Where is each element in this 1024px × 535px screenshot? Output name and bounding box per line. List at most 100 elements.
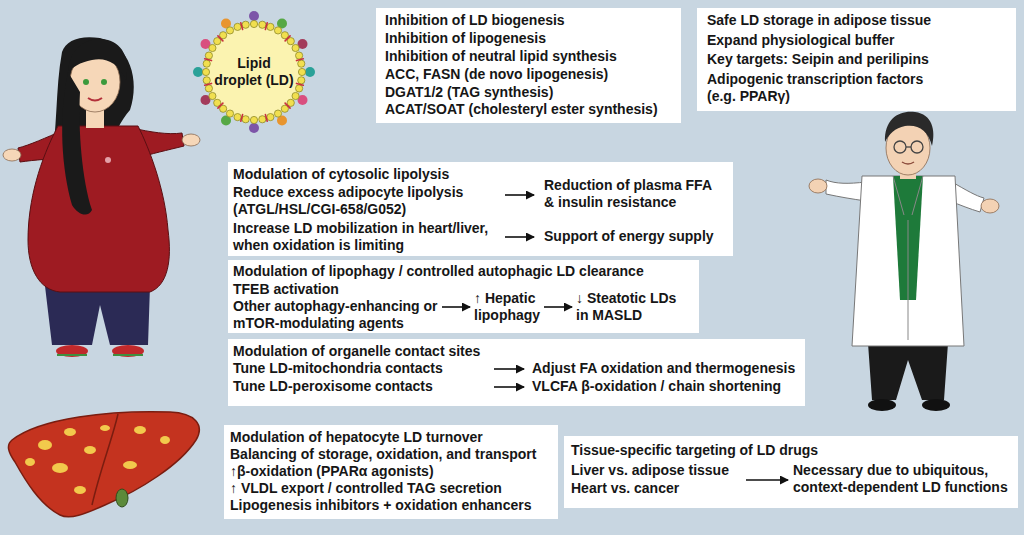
phospholipid-head bbox=[292, 92, 299, 99]
body-text: Heart vs. cancer bbox=[571, 480, 746, 497]
liver-shape bbox=[8, 412, 199, 517]
phospholipid-head bbox=[202, 68, 209, 75]
glasses-bridge bbox=[906, 146, 911, 147]
liver-lobe-line bbox=[92, 414, 118, 505]
phospholipid-head bbox=[209, 44, 216, 51]
fat-spot bbox=[84, 446, 96, 454]
body-text: ↑β-oxidation (PPARα agonists) bbox=[230, 463, 552, 480]
body-text: Reduction of plasma FFA & insulin resist… bbox=[544, 177, 719, 211]
phospholipid-head bbox=[287, 99, 294, 106]
fat-spot bbox=[74, 486, 86, 494]
body-text: ACC, FASN (de novo lipogenesis) bbox=[385, 66, 677, 83]
eye bbox=[83, 79, 89, 85]
phospholipid-head bbox=[274, 110, 281, 117]
phospholipid-head bbox=[220, 105, 227, 112]
protein-tail bbox=[285, 36, 290, 41]
protein-tail bbox=[205, 59, 212, 61]
protein-tail bbox=[218, 103, 223, 108]
phospholipid-head bbox=[250, 20, 257, 27]
flow-arrow bbox=[494, 386, 524, 388]
lab-coat bbox=[852, 176, 964, 346]
fat-spot bbox=[160, 436, 170, 444]
in-box-arrows bbox=[442, 195, 788, 480]
phospholipid-head bbox=[281, 32, 288, 39]
phospholipid-head bbox=[203, 77, 210, 84]
phospholipid-head bbox=[267, 114, 274, 121]
protein-blob bbox=[305, 67, 315, 77]
shoe bbox=[922, 399, 950, 411]
shoe-sole bbox=[57, 354, 143, 356]
lipid-droplet-circle: Lipid droplet (LD) bbox=[202, 20, 306, 124]
phospholipid-head bbox=[259, 116, 266, 123]
hair-strand bbox=[62, 72, 92, 215]
flow-arrow bbox=[505, 194, 534, 196]
heading-text: Safe LD storage in adipose tissue bbox=[707, 12, 1007, 29]
hair bbox=[885, 112, 933, 146]
phospholipid-head bbox=[214, 99, 221, 106]
phospholipid-head bbox=[250, 116, 257, 123]
fat-spot bbox=[52, 463, 68, 473]
text-box: Modulation of lipophagy / controlled aut… bbox=[228, 260, 699, 333]
body-text: Inhibition of lipogenesis bbox=[385, 30, 677, 47]
phospholipid-head bbox=[226, 27, 233, 34]
phospholipid-head bbox=[298, 60, 305, 67]
mouth bbox=[88, 98, 102, 101]
mouth bbox=[902, 162, 914, 164]
phospholipid-head bbox=[296, 52, 303, 59]
phospholipid-head bbox=[234, 114, 241, 121]
protein-tail bbox=[297, 83, 304, 85]
body-text: Key targets: Seipin and perilipins bbox=[707, 51, 1007, 68]
phospholipid-head bbox=[287, 38, 294, 45]
text-box: Inhibition of LD biogenesisInhibition of… bbox=[376, 8, 681, 123]
eye bbox=[101, 79, 107, 85]
hair-fringe bbox=[68, 39, 127, 80]
right-hand bbox=[981, 199, 999, 213]
sweater bbox=[28, 126, 169, 292]
text-box: Tissue-specific targeting of LD drugsLiv… bbox=[564, 436, 1018, 508]
body-text: Adjust FA oxidation and thermogenesis bbox=[532, 360, 800, 377]
phospholipid-head bbox=[203, 60, 210, 67]
body-text: Balancing of storage, oxidation, and tra… bbox=[230, 446, 552, 463]
flow-arrow bbox=[494, 368, 524, 370]
protein-blob bbox=[249, 11, 259, 21]
body-text: Reduce excess adipocyte lipolysis (ATGL/… bbox=[233, 184, 493, 218]
phospholipid-head bbox=[220, 32, 227, 39]
protein-tail bbox=[265, 115, 267, 122]
phospholipid-head bbox=[214, 38, 221, 45]
protein-tail bbox=[265, 23, 267, 30]
body-text: Increase LD mobilization in heart/liver,… bbox=[233, 220, 503, 254]
fat-spot bbox=[64, 428, 76, 436]
heading-text: Lipid droplet (LD) bbox=[213, 55, 295, 89]
body-text: VLCFA β-oxidation / chain shortening bbox=[532, 378, 800, 395]
protein-tail bbox=[241, 115, 243, 122]
left-hand bbox=[809, 179, 827, 193]
protein-tail bbox=[218, 36, 223, 41]
flow-arrow bbox=[505, 236, 534, 238]
fat-spot bbox=[134, 426, 146, 434]
body-text: ↑ VLDL export / controlled TAG secretion bbox=[230, 480, 552, 497]
body-text: Necessary due to ubiquitous, context-dep… bbox=[793, 462, 1013, 496]
phospholipid-head bbox=[296, 85, 303, 92]
flow-arrow bbox=[746, 479, 788, 481]
protein-tail bbox=[205, 83, 212, 85]
heading-text: Modulation of hepatocyte LD turnover bbox=[230, 429, 552, 446]
fat-spot bbox=[38, 440, 52, 450]
protein-blob bbox=[193, 67, 203, 77]
left-arm bbox=[826, 180, 866, 201]
phospholipid-head bbox=[267, 23, 274, 30]
phospholipid-head bbox=[281, 105, 288, 112]
phospholipid-head bbox=[226, 110, 233, 117]
protein-blob bbox=[249, 123, 259, 133]
brooch bbox=[105, 157, 111, 163]
protein-tail bbox=[285, 103, 290, 108]
body-text: Tune LD-mitochondria contacts bbox=[233, 360, 483, 377]
phospholipid-head bbox=[234, 23, 241, 30]
trousers bbox=[868, 343, 948, 400]
liver-illustration bbox=[8, 412, 199, 517]
fat-spot bbox=[123, 461, 137, 469]
scientist-figure bbox=[809, 112, 999, 411]
phospholipid-head bbox=[205, 52, 212, 59]
body-text: Liver vs. adipose tissue bbox=[571, 462, 746, 479]
phospholipid-head bbox=[259, 21, 266, 28]
